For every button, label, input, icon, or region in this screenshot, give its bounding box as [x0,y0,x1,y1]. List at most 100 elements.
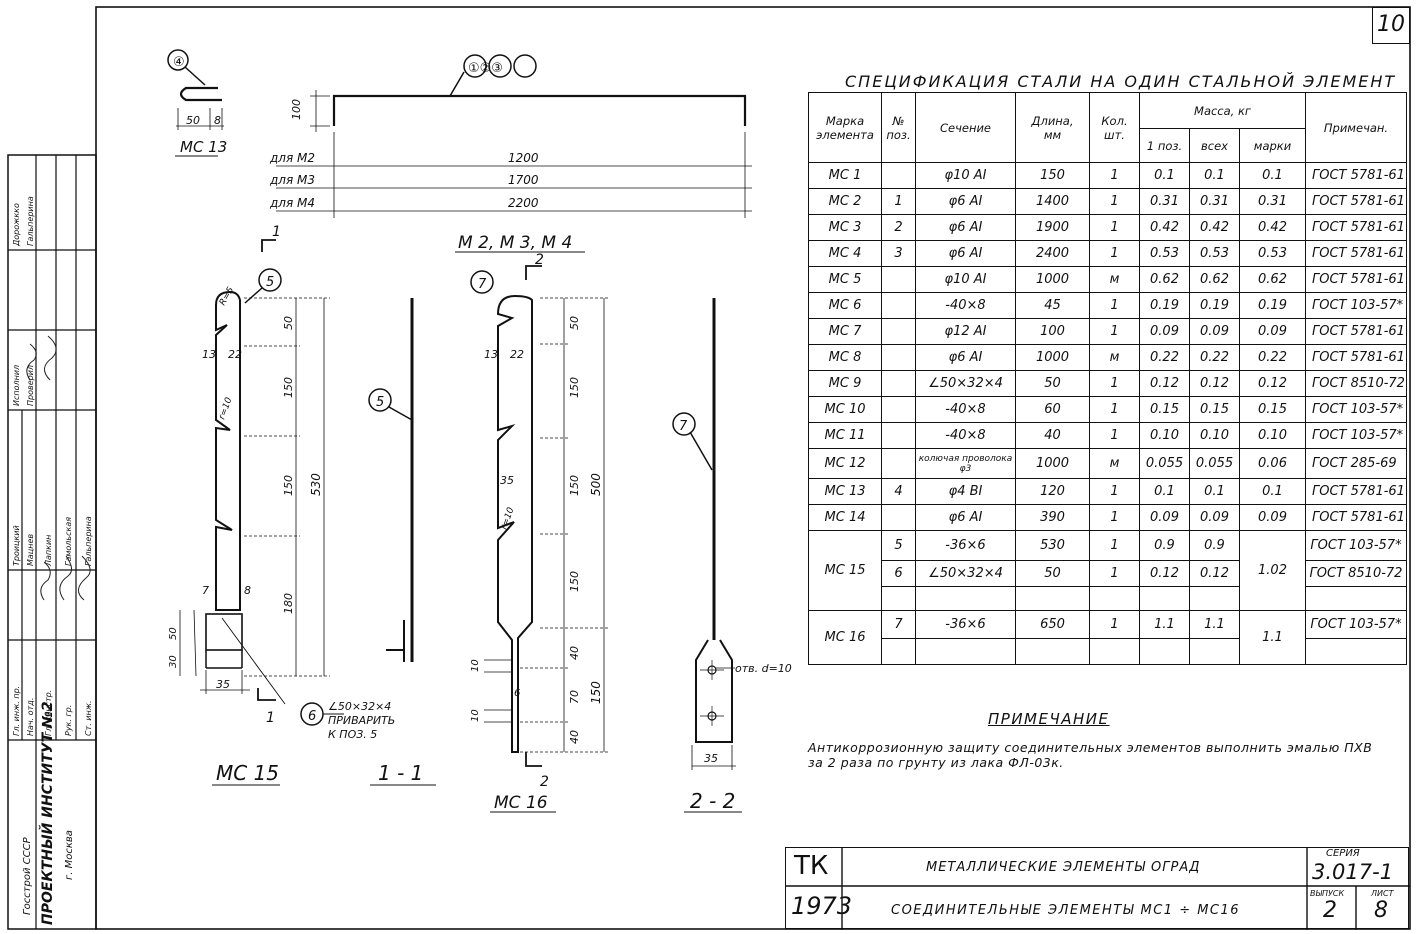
cell-mass-one: 0.42 [1139,214,1190,241]
title-line-2: Соединительные элементы МС1 ÷ МС16 [891,903,1241,918]
cell-mark: МС 3 [808,214,882,241]
stamp-name2-1: Дорожкко [12,203,21,247]
header-mass-all: всех [1189,128,1240,163]
mc15-pos-6: 6 [308,709,316,724]
cell-section: -40×8 [915,422,1016,449]
mc15-vdim-180: 180 [282,593,295,614]
drawings: ④ 50 8 МС 13 ①②③ 100 для М2 1200 для М3 … [167,49,792,813]
cell-note: ГОСТ 285-69 [1305,448,1407,479]
cell-mass-all: 0.62 [1189,266,1240,293]
stamp-role-4: Рук. гр. [64,705,73,736]
mc15-vdim-150b: 150 [282,475,295,496]
mc15-pos-5: 5 [266,275,274,290]
cell-mass-mark: 0.12 [1239,370,1306,397]
hook-caption: МС 13 [180,138,227,156]
cell-length: 2400 [1015,240,1090,267]
section22-caption: 2 - 2 [690,789,735,813]
cell-pos: 7 [881,610,916,639]
stamp-name-1: Троицкий [12,525,21,566]
cell-mass-one: 0.055 [1139,448,1190,479]
mc15-dim-8: 8 [244,584,251,597]
cell-section: ∠50×32×4 [915,560,1016,587]
cell-qty: 1 [1089,396,1140,423]
bar-row-3-label: для М4 [269,196,315,210]
bar-row-1-label: для М2 [269,151,315,165]
cell-section: φ6 АⅠ [915,344,1016,371]
header-mass-one: 1 поз. [1139,128,1190,163]
section22-width: 35 [704,752,718,765]
cell-length: 60 [1015,396,1090,423]
cell-pos [881,370,916,397]
cell-section: φ4 ВⅠ [915,478,1016,505]
cell-qty: 1 [1089,530,1140,561]
cell-qty: 1 [1089,214,1140,241]
cell-pos: 1 [881,188,916,215]
cell-section: φ6 АⅠ [915,240,1016,267]
mc15-dim-13: 13 [202,348,216,361]
cell-qty: 1 [1089,478,1140,505]
signatures [26,335,91,601]
cell-qty: 1 [1089,318,1140,345]
section22-pos: 7 [679,419,688,434]
mc15-angle-note-2: ПРИВАРИТЬ [328,714,395,727]
cell-length: 1000 [1015,266,1090,293]
bar-row-2-length: 1700 [508,173,539,187]
cell-section: φ6 АⅠ [915,214,1016,241]
cell-mass-one: 0.10 [1139,422,1190,449]
cell-note: ГОСТ 5781-61 [1305,162,1407,189]
cell-qty: 1 [1089,422,1140,449]
header-qty: Кол.шт. [1089,92,1140,163]
cell-qty: 1 [1089,162,1140,189]
cell-pos: 5 [881,530,916,561]
mc16-dim-10b: 10 [470,709,481,722]
cell-mark: МС 6 [808,292,882,319]
mc15-vdim-50: 50 [282,316,295,330]
title-code: ТК [794,851,829,881]
cell-mass-mark: 0.10 [1239,422,1306,449]
cell-mass-all: 0.19 [1189,292,1240,319]
cell-mass-all: 0.09 [1189,504,1240,531]
cell-note: ГОСТ 5781-61 [1305,344,1407,371]
cell-length: 1000 [1015,448,1090,479]
cell-mass-one: 0.19 [1139,292,1190,319]
cell-note: ГОСТ 5781-61 [1305,478,1407,505]
header-note: Примечан. [1305,92,1407,163]
cell-pos [881,504,916,531]
mc15-total: 530 [309,473,323,496]
cell-note: ГОСТ 5781-61 [1305,240,1407,267]
cell-mass-mark: 0.1 [1239,162,1306,189]
cell-section: -36×6 [915,530,1016,561]
stamp-name-4: Гамольская [64,517,73,566]
series-value: 3.017-1 [1312,860,1394,884]
cell-mass-mark: 0.22 [1239,344,1306,371]
mc16-dim-10a: 10 [470,659,481,672]
section11-caption: 1 - 1 [378,761,423,785]
cell-pos [881,344,916,371]
sheet-number: 10 [1372,7,1410,44]
issue-value: 2 [1323,898,1337,923]
bar-row-3-length: 2200 [508,196,539,210]
cell-mass-all: 0.15 [1189,396,1240,423]
stamp-role-1: Гл. инж. пр. [12,686,21,736]
table-row-mc16b [809,638,1407,665]
section-mark-1-top: 1 [272,224,281,240]
cell-section: колючая проволока φ3 [915,448,1016,479]
header-mass-mark: марки [1239,128,1306,163]
bar-caption: М 2, М 3, М 4 [458,233,572,253]
bar-row-2-label: для М3 [269,173,315,187]
cell-note: ГОСТ 8510-72 [1305,560,1407,587]
cell-pos: 3 [881,240,916,267]
bar-height: 100 [290,99,303,120]
cell-mass-mark: 0.31 [1239,188,1306,215]
table-row-mc15b: 6 ∠50×32×4 50 1 0.12 0.12 ГОСТ 8510-72 [809,560,1407,587]
cell-mass-all: 0.53 [1189,240,1240,267]
cell-pos [881,448,916,479]
